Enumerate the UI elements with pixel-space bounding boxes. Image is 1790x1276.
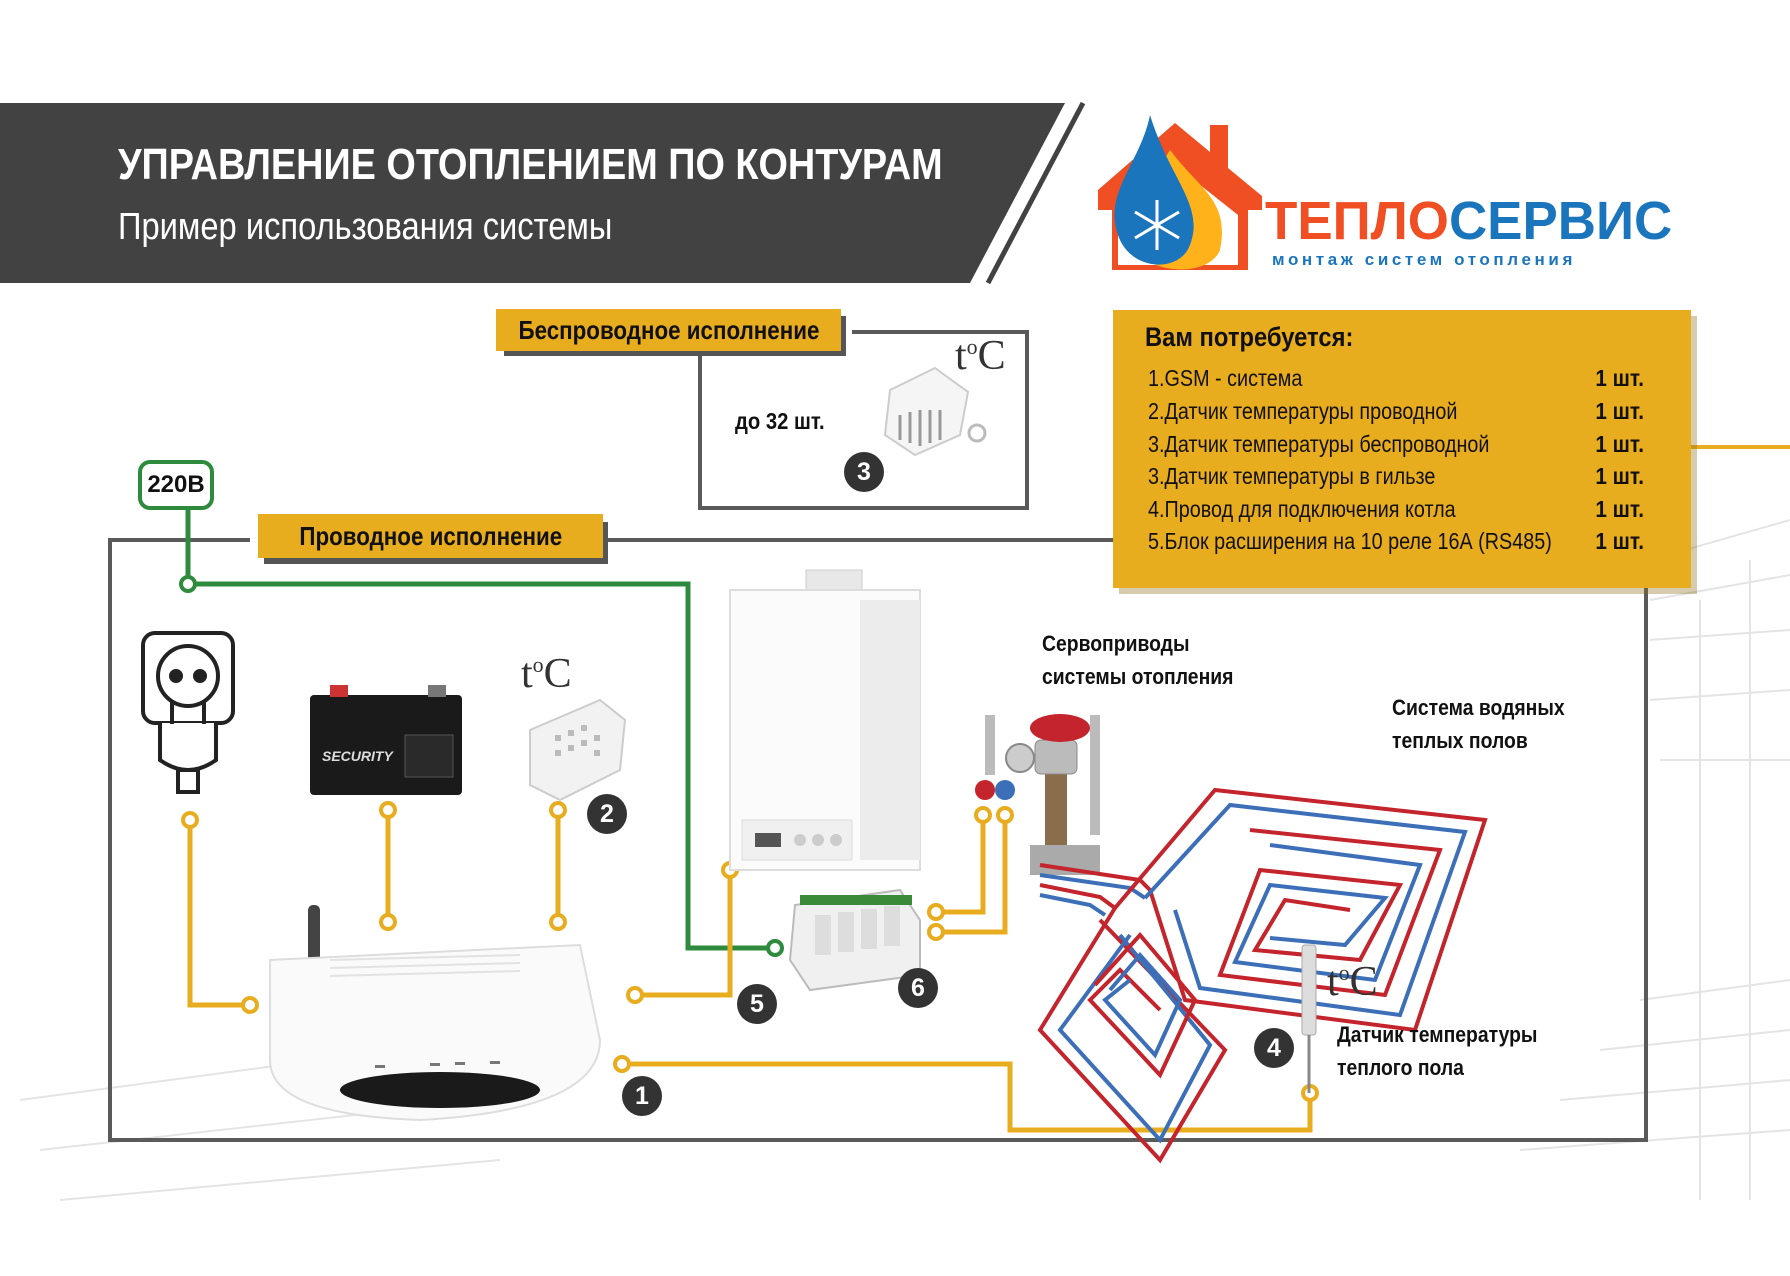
snowflake-icon <box>1134 200 1180 250</box>
logo-house-icon <box>1098 115 1262 270</box>
signal-wires <box>187 810 1313 1133</box>
floor-system-label-line1: Система водяных <box>1392 695 1565 720</box>
number-badge-5: 5 <box>737 984 777 1024</box>
wireless-panel-frame <box>698 330 1029 510</box>
power-wire-node <box>766 939 784 957</box>
number-badge-4: 4 <box>1254 1028 1294 1068</box>
floor-system-label: Система водяных теплых полов <box>1392 691 1565 757</box>
wireless-sensor-icon <box>883 366 987 457</box>
wireless-tag: Беспроводное исполнение <box>496 309 841 351</box>
wired-sensor-temp-symbol: toC <box>521 651 572 697</box>
wireless-tag-label: Беспроводное исполнение <box>518 314 819 345</box>
requirements-title: Вам потребуется: <box>1145 322 1354 352</box>
logo-name-part1: ТЕПЛО <box>1265 191 1449 251</box>
wired-tag: Проводное исполнение <box>258 514 603 558</box>
logo-name: ТЕПЛОСЕРВИС <box>1265 190 1672 252</box>
battery-brand: SECURITY <box>322 748 393 764</box>
underfloor-pipes <box>1037 787 1488 1164</box>
servo-label: Сервоприводы системы отопления <box>1042 627 1233 693</box>
relay-block-icon <box>788 888 921 992</box>
number-badge-1: 1 <box>622 1076 662 1116</box>
number-badge-6: 6 <box>898 968 938 1008</box>
servo-manifold-icon <box>975 714 1100 875</box>
header-banner <box>0 103 1065 283</box>
boiler-icon <box>729 569 921 871</box>
requirement-row: 5.Блок расширения на 10 реле 16А (RS485)… <box>1148 528 1644 554</box>
floor-sensor-probe-icon <box>1301 944 1317 1093</box>
floor-sensor-label: Датчик температуры теплого пола <box>1337 1018 1537 1084</box>
servo-label-line1: Сервоприводы <box>1042 631 1190 656</box>
requirements-panel <box>1113 310 1691 588</box>
page-title: УПРАВЛЕНИЕ ОТОПЛЕНИЕМ ПО КОНТУРАМ <box>118 140 943 189</box>
number-badge-2: 2 <box>587 794 627 834</box>
floor-sensor-label-line2: теплого пола <box>1337 1055 1464 1080</box>
power-label: 220В <box>138 460 214 510</box>
power-wire <box>185 502 775 951</box>
wireless-count: до 32 шт. <box>735 408 825 434</box>
number-badge-3: 3 <box>844 452 884 492</box>
header-banner-stripe <box>985 101 1086 285</box>
power-socket-icon <box>141 631 235 794</box>
floor-sensor-temp-symbol: toC <box>1327 959 1378 1005</box>
power-wire-node <box>179 575 197 593</box>
wireless-temp-symbol: toC <box>955 333 1006 379</box>
logo-tagline: монтаж систем отопления <box>1272 250 1576 269</box>
background-sketch <box>19 519 1790 1201</box>
floor-system-label-line2: теплых полов <box>1392 728 1528 753</box>
wired-tag-label: Проводное исполнение <box>299 520 562 551</box>
battery-icon <box>310 685 462 795</box>
logo-name-part2: СЕРВИС <box>1448 191 1673 251</box>
wired-sensor-icon <box>529 698 627 802</box>
page-subtitle: Пример использования системы <box>118 206 613 248</box>
floor-sensor-label-line1: Датчик температуры <box>1337 1022 1538 1047</box>
servo-label-line2: системы отопления <box>1042 664 1234 689</box>
gsm-device-icon <box>269 905 602 1122</box>
